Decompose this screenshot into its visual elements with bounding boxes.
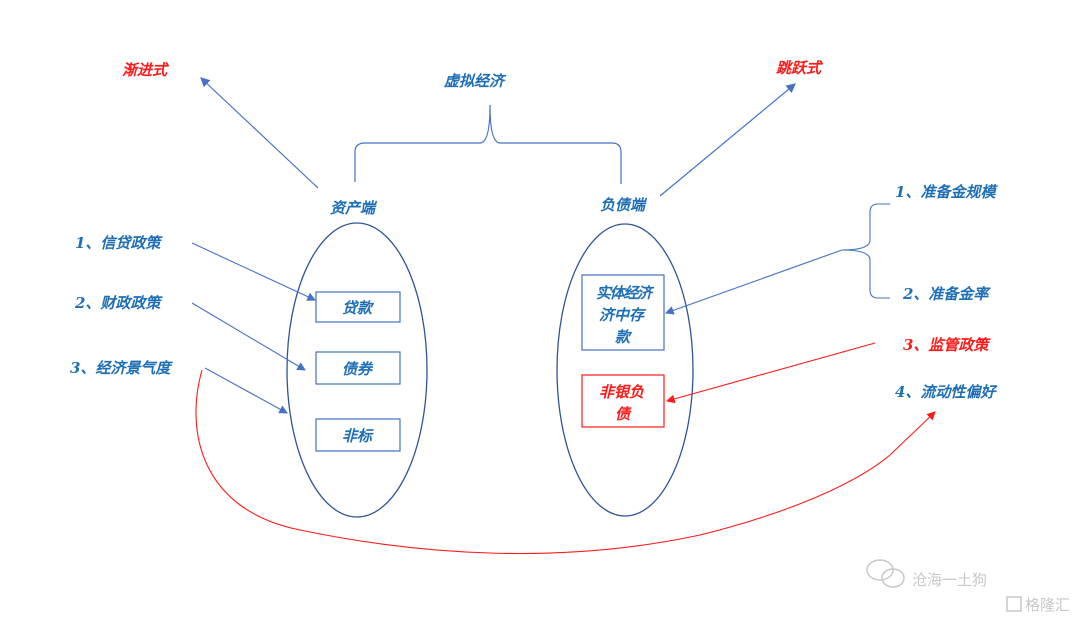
nonbank-line1: 非银负	[599, 383, 644, 401]
right-brace	[841, 203, 890, 299]
right-factor-4: 4、流动性偏好	[895, 383, 998, 401]
arrow-reserves-to-deposits	[664, 249, 843, 315]
arrow-regulation-to-nonbank	[665, 342, 876, 404]
label-leap: 跳跃式	[776, 59, 824, 77]
asset-ellipse	[286, 222, 428, 518]
asset-item-nonstandard: 非标	[342, 427, 374, 445]
asset-side-title: 资产端	[330, 199, 378, 217]
box-bonds	[315, 351, 401, 385]
right-factor-2: 2、准备金率	[902, 285, 991, 303]
liability-side-title: 负债端	[600, 196, 648, 214]
left-factor-2: 2、财政政策	[74, 294, 163, 312]
liability-ellipse	[556, 223, 694, 517]
asset-item-bonds: 债券	[342, 360, 374, 378]
deposit-line1: 实体经济	[596, 284, 655, 302]
watermark-source: 格隆汇	[1025, 596, 1070, 614]
deposit-line2: 济中存	[599, 306, 647, 324]
asset-item-loans: 贷款	[342, 299, 375, 317]
label-gradual: 渐进式	[122, 61, 170, 79]
watermark-account: 沧海一土狗	[912, 571, 987, 589]
source-logo-icon	[1006, 596, 1022, 612]
nonbank-line2: 债	[615, 405, 632, 423]
arrow-fiscal-to-bonds	[191, 302, 306, 371]
label-virtual-economy: 虚拟经济	[443, 72, 507, 90]
left-factor-3: 3、经济景气度	[70, 359, 173, 377]
curve-economy-to-liquidity	[195, 369, 936, 555]
arrow-economy-to-nonstandard	[204, 367, 288, 414]
arrow-to-leap	[659, 83, 796, 197]
box-nonbank	[581, 374, 665, 428]
arrow-to-gradual	[200, 77, 319, 189]
box-deposits	[581, 274, 665, 351]
right-factor-1: 1、准备金规模	[895, 183, 998, 201]
box-nonstandard	[315, 418, 401, 452]
box-loans	[315, 291, 401, 323]
left-factor-1: 1、信贷政策	[75, 234, 163, 252]
right-factor-3: 3、监管政策	[903, 336, 991, 354]
deposit-line3: 款	[615, 328, 633, 346]
arrow-credit-to-loans	[191, 242, 316, 301]
wechat-icon	[866, 559, 905, 588]
top-brace	[354, 104, 622, 184]
